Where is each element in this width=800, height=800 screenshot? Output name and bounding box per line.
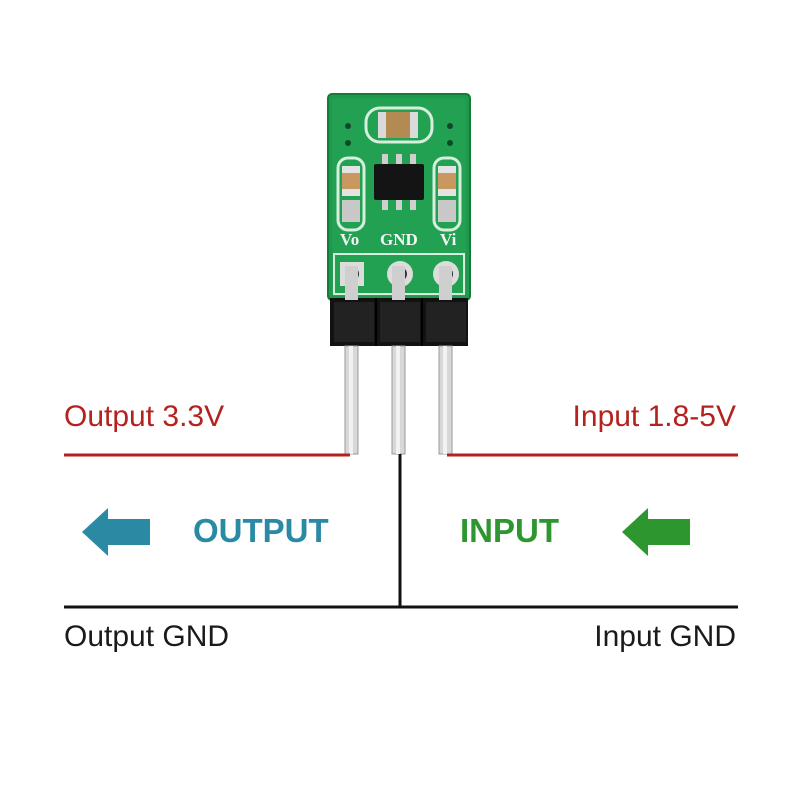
input-arrow-icon — [622, 508, 690, 556]
silkscreen-vi: Vi — [440, 230, 457, 249]
input-label: INPUT — [460, 512, 559, 549]
pin-header — [330, 298, 468, 346]
ic-chip — [374, 154, 424, 210]
silkscreen-vo: Vo — [340, 230, 360, 249]
output-voltage-label: Output 3.3V — [64, 400, 225, 433]
output-gnd-label: Output GND — [64, 620, 230, 653]
input-voltage-label: Input 1.8-5V — [572, 400, 736, 433]
output-label: OUTPUT — [193, 512, 329, 549]
silkscreen-gnd: GND — [380, 230, 418, 249]
header-pins — [344, 266, 453, 455]
input-gnd-label: Input GND — [594, 620, 736, 653]
output-arrow-icon — [82, 508, 150, 556]
